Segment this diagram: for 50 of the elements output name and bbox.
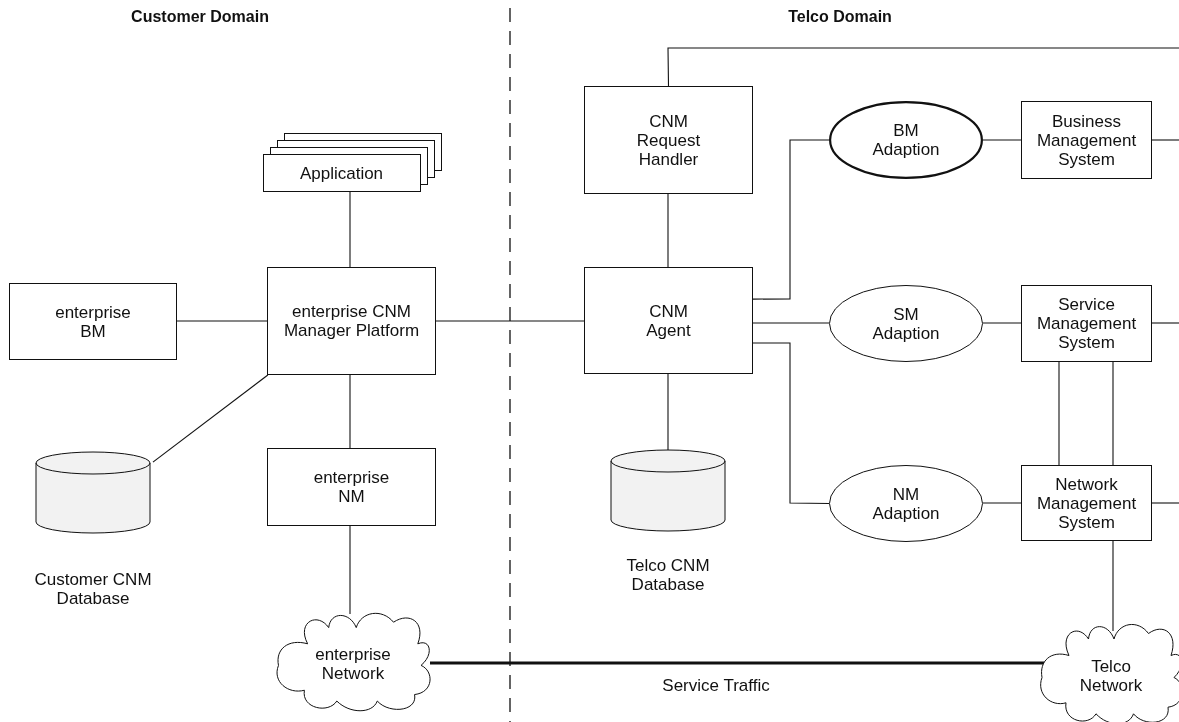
- connector-line: [349, 191, 351, 268]
- process-box: [1021, 285, 1152, 362]
- connector-line: [349, 525, 351, 615]
- process-box: [1021, 101, 1152, 179]
- node-label: Telco CNM Database: [625, 556, 711, 594]
- connector-line: [1151, 139, 1179, 141]
- process-box: [9, 283, 177, 360]
- connector-line: [435, 320, 585, 322]
- connector-line: [152, 374, 269, 463]
- process-box: [584, 86, 753, 194]
- process-box: [267, 267, 436, 375]
- connector-line: [752, 322, 830, 324]
- node-label: enterprise NM: [312, 468, 391, 506]
- node-label: enterprise CNM Manager Platform: [282, 302, 421, 340]
- node-label: NM Adaption: [871, 484, 941, 523]
- domain-heading: Customer Domain: [131, 8, 269, 26]
- process-box: [1021, 465, 1152, 541]
- adapter-ellipse: [829, 101, 983, 179]
- connector-line: [1112, 361, 1114, 466]
- node-label: Business Management System: [1035, 111, 1138, 169]
- connector-line: [982, 502, 1022, 504]
- node-label: CNM Request Handler: [635, 111, 702, 169]
- connector-line: [667, 193, 669, 268]
- connector-line: [1151, 322, 1179, 324]
- node-label: Customer CNM Database: [33, 570, 153, 608]
- connector-line: [1058, 361, 1060, 466]
- adapter-ellipse: [829, 285, 983, 362]
- connector-line: [176, 320, 268, 322]
- process-box: [267, 448, 436, 526]
- domain-heading: Telco Domain: [788, 8, 892, 26]
- connector-line: [1151, 502, 1179, 504]
- node-label: Network Management System: [1035, 474, 1138, 532]
- connector-line: [752, 139, 830, 300]
- connector-line: [667, 373, 669, 451]
- connector-line: [982, 139, 1022, 141]
- connector-line: [752, 342, 830, 505]
- connector-line: [430, 661, 1046, 665]
- node-label: BM Adaption: [871, 121, 941, 159]
- node-label: CNM Agent: [645, 301, 692, 340]
- node-label: Telco Network: [1078, 656, 1144, 695]
- connector-line: [982, 322, 1022, 324]
- connector-line: [667, 47, 1179, 87]
- node-label: SM Adaption: [871, 304, 941, 343]
- connector-line: [349, 374, 351, 449]
- node-label: Application: [298, 163, 385, 185]
- node-label: enterprise Network: [314, 644, 392, 683]
- node-label: Service Management System: [1035, 295, 1138, 352]
- adapter-ellipse: [829, 465, 983, 542]
- node-label: enterprise BM: [54, 302, 132, 341]
- process-box: [584, 267, 753, 374]
